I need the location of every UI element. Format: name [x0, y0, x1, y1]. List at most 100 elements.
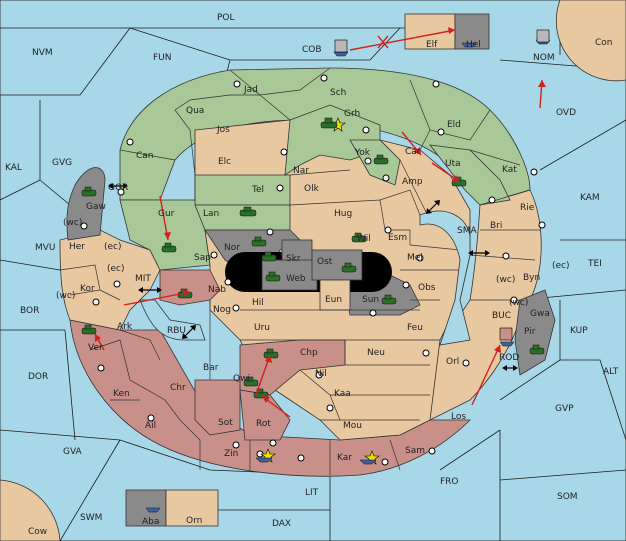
label-mou: Mou: [343, 421, 362, 431]
territory-orn[interactable]: [165, 489, 219, 527]
label-dax: DAX: [272, 519, 291, 529]
label-olk: Olk: [304, 184, 320, 194]
label-neu: Neu: [367, 348, 385, 358]
label-sam: Sam: [405, 446, 425, 456]
label-elf: Elf: [426, 40, 438, 50]
label-obs: Obs: [418, 283, 436, 293]
label-wc1: (wc): [63, 218, 82, 228]
label-rie: Rie: [520, 203, 535, 213]
label-los: Los: [451, 412, 466, 422]
label-nil: Nil: [315, 369, 327, 379]
label-nar: Nar: [293, 166, 309, 176]
sea-sma: [419, 210, 471, 346]
label-ark: Ark: [117, 322, 133, 332]
label-cob: COB: [302, 45, 322, 55]
label-rot: Rot: [256, 419, 271, 429]
label-ec3: (ec): [107, 264, 125, 274]
label-fun: FUN: [153, 53, 172, 63]
territory-con[interactable]: [555, 0, 626, 82]
territory-pir[interactable]: [514, 289, 556, 376]
label-yok: Yok: [354, 148, 371, 158]
label-ail: Ail: [145, 421, 156, 431]
territory-sot[interactable]: [194, 379, 241, 436]
label-som: SOM: [557, 492, 578, 502]
label-feu: Feu: [407, 323, 423, 333]
label-swm: SWM: [80, 513, 102, 523]
label-alt: ALT: [603, 367, 619, 377]
label-ver: Ver: [88, 343, 103, 353]
label-rod: ROD: [499, 353, 519, 363]
label-kat: Kat: [502, 165, 517, 175]
label-wc4: (wc): [509, 298, 528, 308]
label-esm: Esm: [388, 233, 407, 243]
region-east: [429, 189, 542, 421]
label-gva: GVA: [63, 447, 83, 457]
convoy-links: [108, 183, 518, 371]
label-lan: Lan: [203, 209, 219, 219]
territory-ost[interactable]: [311, 249, 363, 281]
label-sun: Sun: [362, 295, 379, 305]
label-rbu: RBU: [167, 326, 186, 336]
label-her: Her: [69, 242, 85, 252]
territory-labels: POL NVM FUN COB Elf Hel NOM Con OVD KAL …: [5, 13, 619, 537]
label-mit: MIT: [135, 274, 151, 284]
label-sma: SMA: [457, 226, 477, 236]
label-fro: FRO: [440, 477, 459, 487]
label-con: Con: [595, 38, 613, 48]
label-orn: Orn: [186, 516, 202, 526]
label-dor: DOR: [28, 372, 48, 382]
label-chr: Chr: [170, 383, 186, 393]
label-tei: TEI: [587, 259, 602, 269]
label-lit: LIT: [305, 488, 319, 498]
label-kar: Kar: [337, 453, 352, 463]
label-bor: BOR: [20, 306, 39, 316]
label-eun: Eun: [325, 295, 342, 305]
label-ovd: OVD: [556, 108, 576, 118]
label-uru: Uru: [254, 323, 270, 333]
label-orl: Orl: [446, 357, 459, 367]
label-aba: Aba: [142, 517, 159, 527]
label-ken: Ken: [113, 389, 130, 399]
label-kor: Kor: [80, 284, 95, 294]
label-wc2: (wc): [496, 275, 515, 285]
label-ost: Ost: [317, 257, 333, 267]
label-kal: KAL: [5, 163, 22, 173]
label-eld: Eld: [447, 120, 461, 130]
label-wc3: (wc): [56, 291, 75, 301]
label-hil: Hil: [252, 298, 264, 308]
label-cow: Cow: [28, 527, 47, 537]
label-ec2: (ec): [552, 261, 570, 271]
label-hug: Hug: [334, 209, 352, 219]
label-hel: Hel: [466, 40, 481, 50]
label-web: Web: [286, 274, 306, 284]
label-jos: Jos: [216, 125, 230, 135]
territory-grh[interactable]: [284, 104, 381, 176]
label-uta: Uta: [445, 159, 461, 169]
label-kaa: Kaa: [334, 389, 351, 399]
label-pol: POL: [217, 13, 235, 23]
sea-rbu: [139, 299, 206, 341]
unit-box-nom: [536, 29, 550, 43]
label-mel: Mel: [407, 253, 423, 263]
label-gor: GOR: [108, 183, 128, 193]
unit-box-cob: [334, 39, 348, 53]
territory-eun[interactable]: [319, 279, 351, 311]
label-bar: Bar: [203, 363, 219, 373]
label-pir: Pir: [524, 327, 536, 337]
territory-gaw[interactable]: [66, 167, 106, 241]
label-tel: Tel: [251, 185, 264, 195]
label-nor: Nor: [224, 243, 240, 253]
label-kup: KUP: [570, 326, 588, 336]
label-nvm: NVM: [32, 48, 53, 58]
label-qua: Qua: [186, 106, 204, 116]
supply-centers: [80, 74, 546, 466]
order-arrows: [94, 27, 546, 418]
label-sch: Sch: [330, 88, 346, 98]
label-byn: Byn: [523, 273, 540, 283]
region-south: [69, 319, 471, 477]
label-ec1: (ec): [104, 242, 122, 252]
label-amp: Amp: [402, 177, 423, 187]
label-gur: Gur: [158, 209, 175, 219]
territory-tel[interactable]: [194, 174, 291, 206]
